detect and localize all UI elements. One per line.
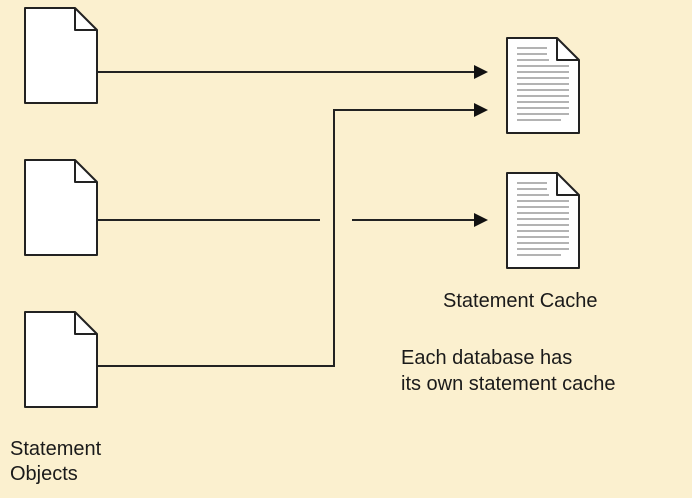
statement-object-icon-3 xyxy=(24,311,98,408)
statement-cache-icon-1 xyxy=(506,37,580,134)
cache-note-line-2: its own statement cache xyxy=(401,373,616,395)
statement-cache-icon-2 xyxy=(506,172,580,269)
cache-note-line-1: Each database has xyxy=(401,347,573,369)
statement-object-icon-2 xyxy=(24,159,98,256)
arrowhead-cache-1-top xyxy=(474,65,488,79)
statement-objects-label-line-2: Objects xyxy=(10,463,78,485)
connector-bottom-object-to-cache-1 xyxy=(98,109,474,367)
statement-objects-label-line-1: Statement xyxy=(10,438,102,460)
statement-cache-label: Statement Cache xyxy=(443,290,598,312)
statement-object-icon-1 xyxy=(24,7,98,104)
arrowhead-cache-2 xyxy=(474,213,488,227)
arrowhead-cache-1-bottom xyxy=(474,103,488,117)
